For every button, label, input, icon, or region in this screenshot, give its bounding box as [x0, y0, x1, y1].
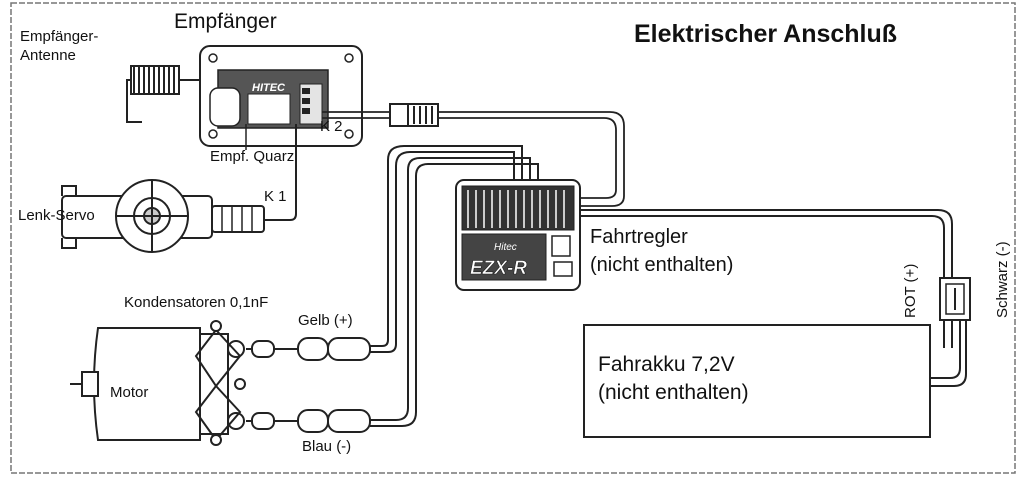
battery-pack-box	[583, 324, 931, 438]
channel-1-label: K 1	[264, 188, 287, 205]
speed-controller-label-line1: Fahrtregler	[590, 226, 688, 248]
receiver-unit	[199, 45, 363, 147]
capacitors-label: Kondensatoren 0,1nF	[124, 294, 269, 311]
speed-controller-unit	[455, 179, 581, 291]
battery-label-line2: (nicht enthalten)	[598, 381, 749, 404]
blue-bullet-connector	[246, 409, 371, 433]
motor-label: Motor	[110, 384, 149, 401]
red-wire-label: ROT (+)	[902, 263, 919, 318]
receiver-antenna-label-line2: Antenne	[20, 47, 76, 64]
yellow-wire-label: Gelb (+)	[298, 312, 353, 329]
receiver-antenna-coil	[126, 65, 208, 123]
esc-model-logo: EZX-R	[470, 258, 527, 279]
esc-brand-logo: Hitec	[494, 242, 517, 253]
page-title: Elektrischer Anschluß	[634, 20, 898, 48]
black-wire-label: Schwarz (-)	[994, 241, 1011, 318]
motor-yellow-lead	[370, 145, 523, 353]
steering-servo-label: Lenk-Servo	[18, 207, 95, 224]
steering-servo-unit	[61, 179, 213, 253]
receiver-label: Empfänger	[174, 10, 277, 33]
battery-plug-connector	[939, 277, 971, 321]
yellow-bullet-connector	[246, 337, 371, 361]
motor-blue-lead	[370, 157, 539, 427]
servo-plug-connector	[211, 205, 265, 233]
k2-cable	[322, 111, 625, 207]
blue-wire-label: Blau (-)	[302, 438, 352, 455]
channel-2-label: K 2	[320, 118, 343, 135]
receiver-brand-logo: HITEC	[252, 82, 286, 94]
k2-plug-connector	[389, 103, 439, 127]
capacitor-network	[194, 320, 246, 446]
k1-cable	[262, 124, 297, 221]
receiver-antenna-label-line1: Empfänger-	[20, 28, 99, 45]
receiver-crystal-label: Empf. Quarz	[210, 148, 295, 165]
battery-cable	[580, 209, 967, 387]
speed-controller-label-line2: (nicht enthalten)	[590, 254, 734, 276]
battery-label-line1: Fahrakku 7,2V	[598, 353, 735, 376]
diagram-frame	[10, 2, 1016, 474]
